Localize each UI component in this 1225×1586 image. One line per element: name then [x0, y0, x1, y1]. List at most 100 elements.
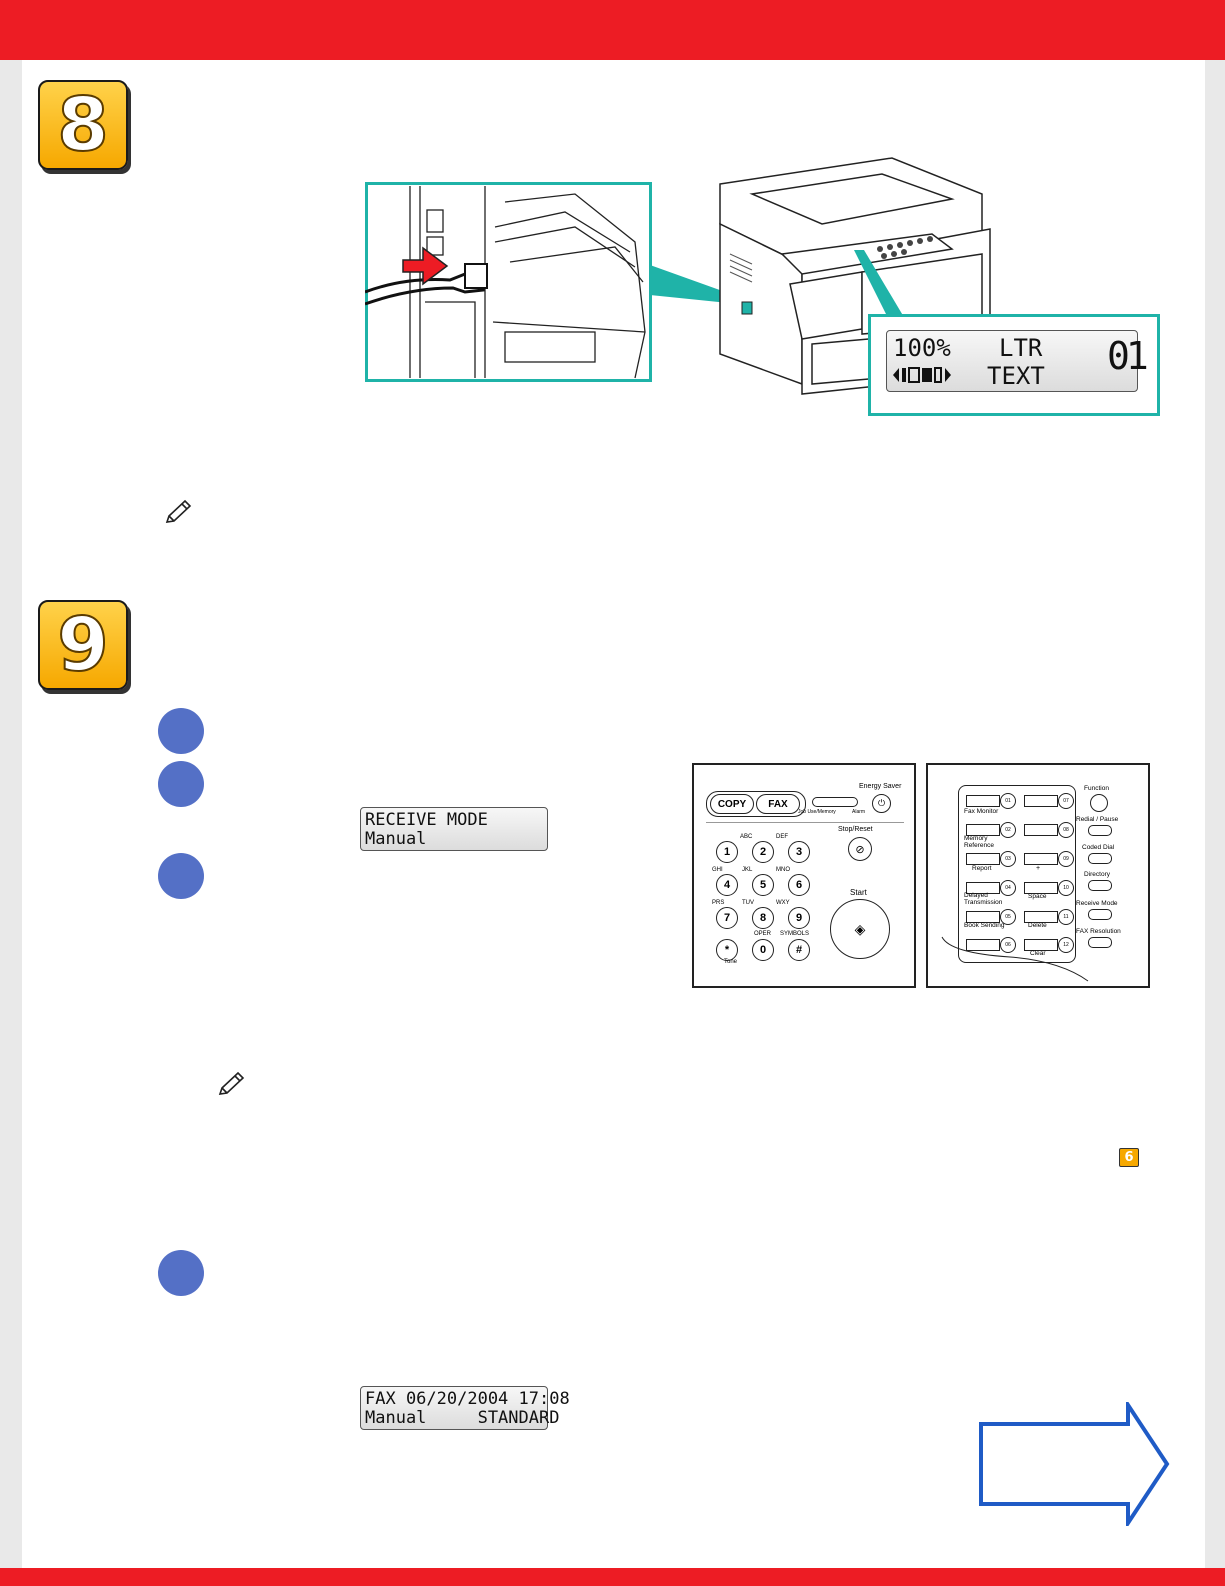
key-8-letters: TUV: [742, 900, 754, 906]
one-touch-number-01: 01: [1000, 793, 1016, 809]
one-touch-key-02[interactable]: [966, 824, 1000, 836]
copy-button[interactable]: COPY: [710, 794, 754, 814]
tone-label: Tone: [724, 959, 738, 965]
key-star[interactable]: *: [716, 939, 738, 961]
one-touch-number-03: 03: [1000, 851, 1016, 867]
key-1[interactable]: 1: [716, 841, 738, 863]
function-button[interactable]: [1090, 794, 1108, 812]
one-touch-key-11[interactable]: [1024, 911, 1058, 923]
report-label: Report: [972, 865, 992, 872]
control-panel-left: COPY FAX Job Use/Memory Alarm Energy Sav…: [692, 763, 916, 988]
step-6-reference-badge: 6: [1119, 1148, 1139, 1167]
key-0-letters: OPER: [754, 931, 772, 937]
energy-saver-button[interactable]: ⏻: [872, 794, 891, 813]
key-2-letters: ABC: [740, 834, 753, 840]
step-9-badge: 9: [38, 600, 128, 690]
one-touch-key-06[interactable]: [966, 939, 1000, 951]
key-8[interactable]: 8: [752, 907, 774, 929]
density-bar-icon: [893, 367, 951, 383]
book-sending-label: Book Sending: [964, 922, 1005, 929]
panel-edge-line: [941, 936, 1089, 982]
lcd-fax-line-2: Manual STANDARD: [365, 1408, 560, 1428]
substep-bullet-4: [158, 1250, 204, 1296]
panel-divider: [706, 822, 904, 823]
status-indicator-bar: [812, 797, 858, 807]
energy-saver-label: Energy Saver: [859, 783, 902, 790]
power-cord-inset: [365, 182, 652, 382]
one-touch-number-07: 07: [1058, 793, 1074, 809]
plus-label: +: [1036, 865, 1041, 872]
directory-button[interactable]: [1088, 880, 1112, 891]
key-4-letters: GHI: [712, 867, 723, 873]
one-touch-key-01[interactable]: [966, 795, 1000, 807]
key-5-letters: JKL: [742, 867, 753, 873]
numeric-keypad: ABC DEF GHI JKL MNO PRS TUV WXY OPER SYM…: [712, 832, 820, 961]
one-touch-number-02: 02: [1000, 822, 1016, 838]
one-touch-number-08: 08: [1058, 822, 1074, 838]
lcd-zoom: 100%: [893, 334, 951, 362]
one-touch-number-05: 05: [1000, 909, 1016, 925]
start-button[interactable]: ◈: [830, 899, 890, 959]
key-6-letters: MNO: [776, 867, 790, 873]
one-touch-key-05[interactable]: [966, 911, 1000, 923]
substep-bullet-1: [158, 708, 204, 754]
key-0[interactable]: 0: [752, 939, 774, 961]
key-6[interactable]: 6: [788, 874, 810, 896]
lcd-paper-size: LTR: [999, 334, 1043, 362]
fax-resolution-label: FAX Resolution: [1076, 928, 1121, 935]
one-touch-key-12[interactable]: [1024, 939, 1058, 951]
lcd-fax-standby: FAX 06/20/2004 17:08 Manual STANDARD: [360, 1386, 570, 1430]
key-7[interactable]: 7: [716, 907, 738, 929]
one-touch-number-06: 06: [1000, 937, 1016, 953]
redial-pause-label: Redial / Pause: [1076, 816, 1119, 823]
substep-bullet-3: [158, 853, 204, 899]
lcd-receive-line-1: RECEIVE MODE: [365, 810, 488, 830]
next-page-arrow-icon[interactable]: [978, 1402, 1170, 1526]
fax-resolution-button[interactable]: [1088, 937, 1112, 948]
one-touch-number-04: 04: [1000, 880, 1016, 896]
top-red-bar: [0, 0, 1225, 60]
stop-reset-label: Stop/Reset: [838, 826, 873, 833]
one-touch-key-10[interactable]: [1024, 882, 1058, 894]
key-5[interactable]: 5: [752, 874, 774, 896]
lcd-fax-line-1: FAX 06/20/2004 17:08: [365, 1389, 570, 1409]
key-9[interactable]: 9: [788, 907, 810, 929]
left-margin-strip: [0, 60, 22, 1568]
step-8-number: 8: [56, 82, 109, 168]
redial-pause-button[interactable]: [1088, 825, 1112, 836]
receive-mode-button[interactable]: [1088, 909, 1112, 920]
lcd-receive-line-2: Manual: [365, 829, 427, 849]
function-label: Function: [1084, 785, 1109, 792]
fax-monitor-label: Fax Monitor: [964, 808, 999, 815]
pencil-note-icon-2: [218, 1071, 245, 1095]
right-margin-strip: [1205, 60, 1225, 1568]
copy-fax-group: [706, 791, 806, 817]
lcd-mode: TEXT: [987, 362, 1045, 390]
fax-button[interactable]: FAX: [756, 794, 800, 814]
lcd-copy-count: 01: [1107, 334, 1149, 378]
key-7-letters: PRS: [712, 900, 725, 906]
clear-label: Clear: [1030, 950, 1046, 957]
key-3-letters: DEF: [776, 834, 788, 840]
coded-dial-button[interactable]: [1088, 853, 1112, 864]
directory-label: Directory: [1084, 871, 1111, 878]
key-2[interactable]: 2: [752, 841, 774, 863]
receive-mode-label: Receive Mode: [1076, 900, 1118, 907]
lcd-copy-standby: 100% LTR 01 TEXT: [886, 330, 1149, 392]
control-panel-right: 01 02 03 04 05 06 07 08 09 10 11 12 Fax …: [926, 763, 1150, 988]
start-label: Start: [850, 888, 867, 897]
one-touch-number-12: 12: [1058, 937, 1074, 953]
key-4[interactable]: 4: [716, 874, 738, 896]
key-hash-letters: SYMBOLS: [780, 931, 810, 937]
key-3[interactable]: 3: [788, 841, 810, 863]
space-label: Space: [1028, 893, 1047, 900]
one-touch-key-03[interactable]: [966, 853, 1000, 865]
key-hash[interactable]: #: [788, 939, 810, 961]
one-touch-key-07[interactable]: [1024, 795, 1058, 807]
one-touch-key-09[interactable]: [1024, 853, 1058, 865]
memory-reference-label: Memory Reference: [964, 835, 994, 849]
one-touch-key-04[interactable]: [966, 882, 1000, 894]
one-touch-key-08[interactable]: [1024, 824, 1058, 836]
lcd-receive-mode: RECEIVE MODE Manual: [360, 807, 548, 851]
stop-reset-button[interactable]: ⊘: [848, 837, 872, 861]
